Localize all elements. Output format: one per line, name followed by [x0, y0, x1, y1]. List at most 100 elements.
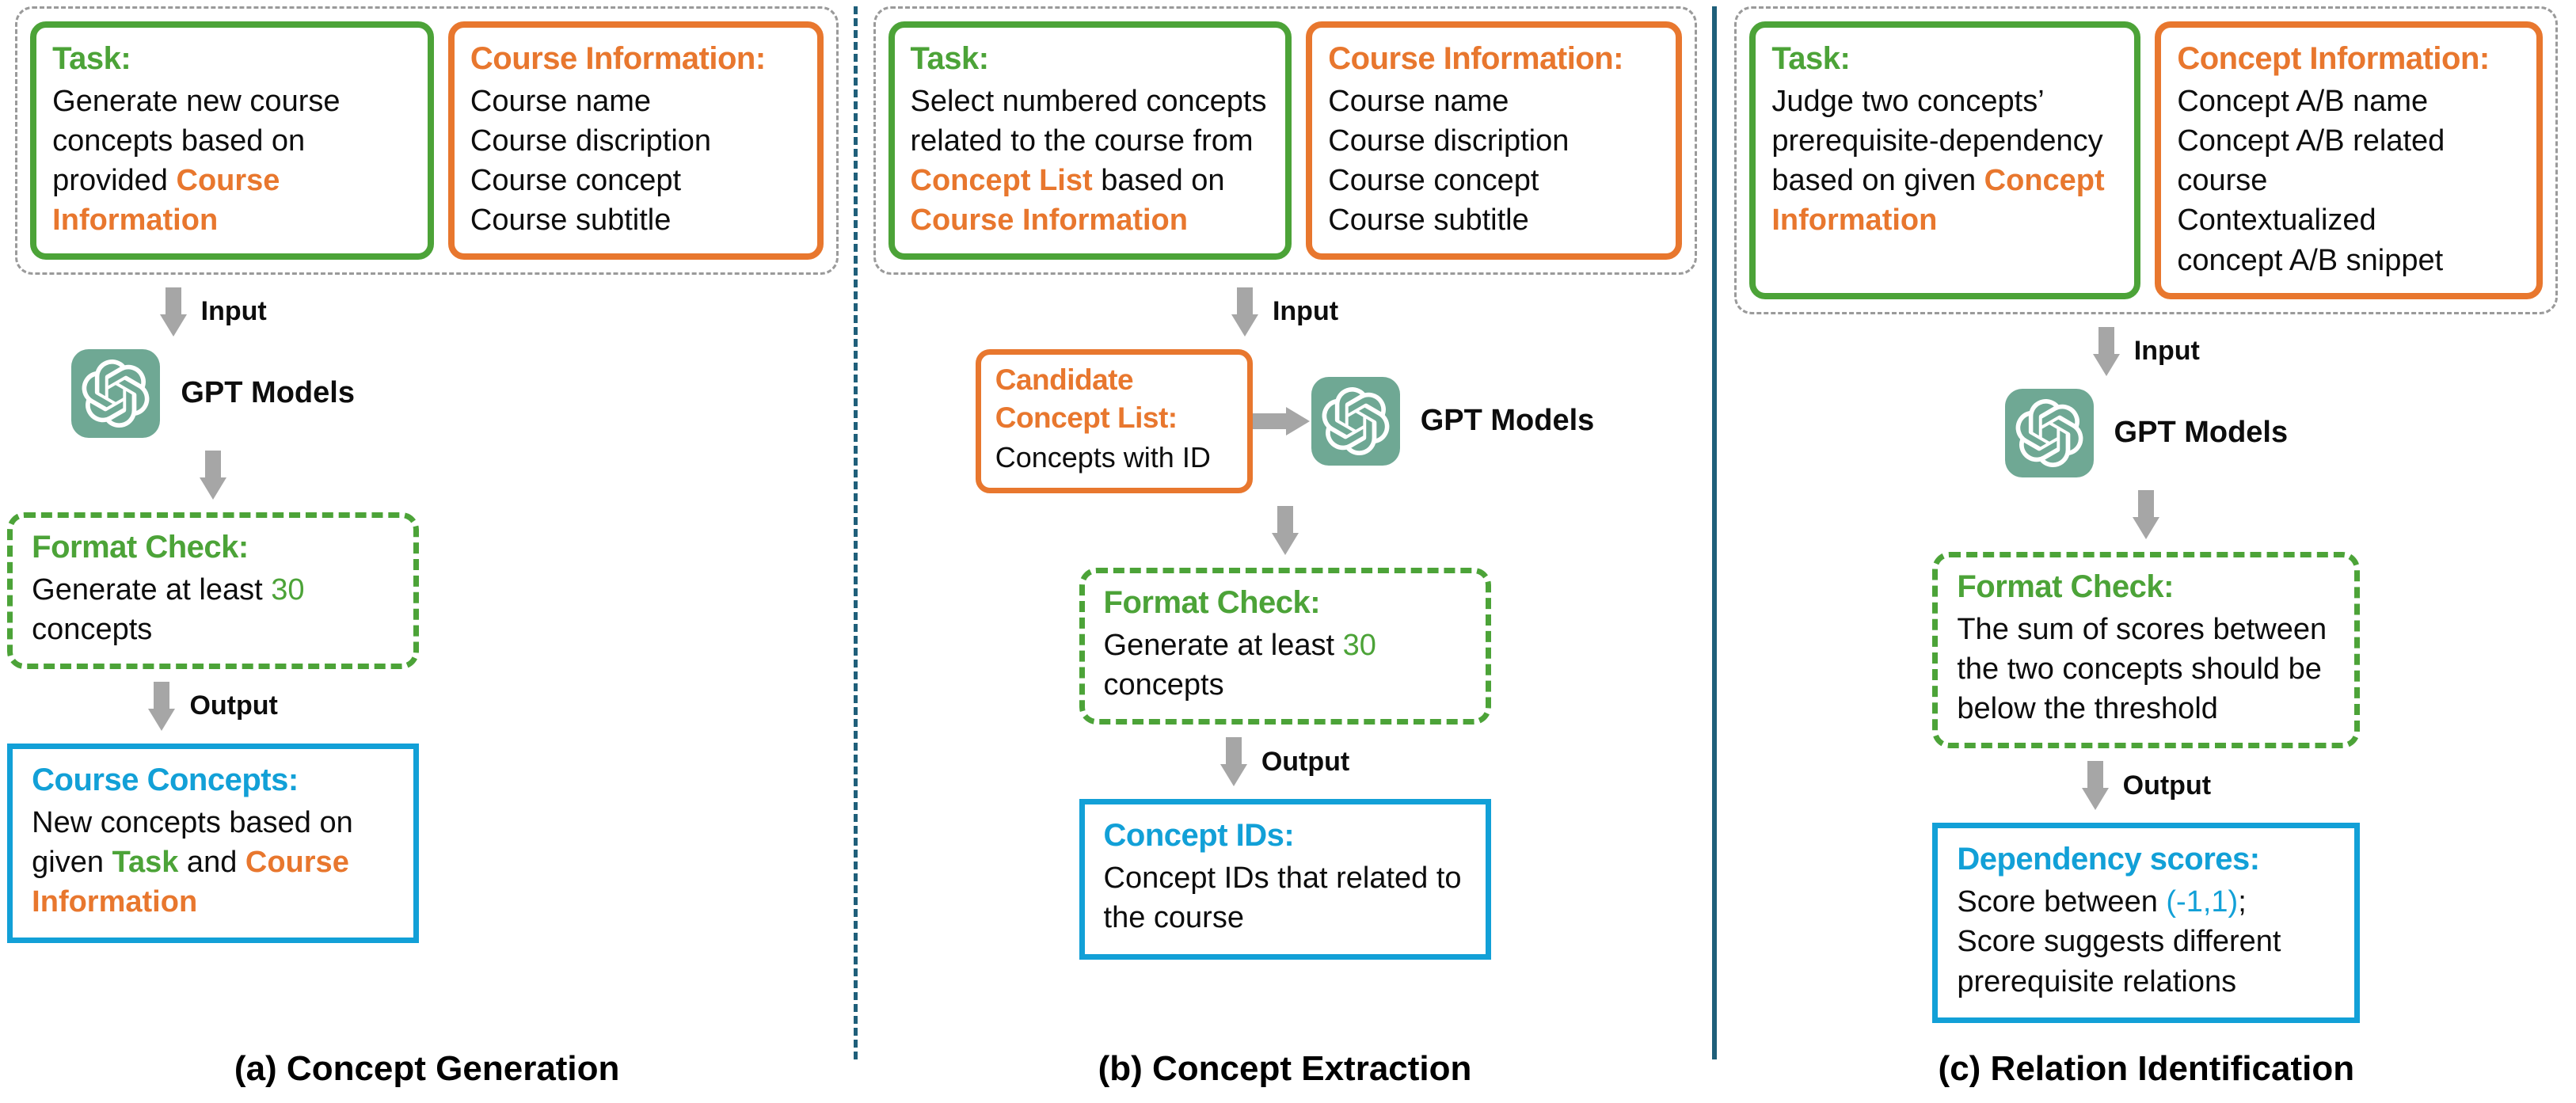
panel-separator-solid — [1711, 6, 1717, 1059]
output-arrow-row: Output — [148, 681, 278, 731]
format-check-body-seg: 30 — [1342, 628, 1376, 662]
task-card-body-line: prerequisite-dependency — [1771, 121, 2120, 161]
output-box-body-seg: given — [32, 846, 112, 880]
gpt-model-label: GPT Models — [1420, 404, 1595, 438]
arrow-down-icon — [2133, 489, 2160, 539]
output-box-body-seg: New concepts based on — [32, 805, 353, 839]
task-card-body-seg: Course Information — [910, 203, 1188, 238]
gpt-model-badge — [71, 348, 161, 438]
arrow-down-icon — [2092, 326, 2120, 376]
panel-caption: (b) Concept Extraction — [1098, 1049, 1472, 1088]
model-to-check-arrow-row — [2133, 489, 2160, 539]
info-card-body-seg: Course discription — [1328, 124, 1570, 158]
output-arrow-row: Output — [2081, 761, 2212, 811]
task-card-body-seg: Generate new course — [52, 85, 341, 118]
task-card-body-seg: based on given — [1771, 164, 1984, 198]
panel-caption: (a) Concept Generation — [234, 1049, 620, 1088]
task-card-body-line: Course Information — [911, 200, 1272, 240]
info-card-body-seg: Contextualized — [2177, 203, 2376, 238]
task-card: Task: Generate new course concepts based o… — [30, 21, 434, 260]
info-card-body-line: Course name — [470, 82, 803, 121]
format-check-body-seg: concepts — [32, 612, 153, 646]
gpt-model-label: GPT Models — [2114, 416, 2289, 450]
arrow-down-icon — [148, 681, 176, 731]
info-card-body-line: Course name — [1328, 82, 1661, 121]
model-row: GPT Models — [0, 348, 640, 438]
model-to-check-arrow-row — [1271, 505, 1299, 555]
info-card-body-seg: Course discription — [470, 124, 712, 158]
task-card-body-seg: Course — [176, 164, 280, 198]
info-card-title: Concept Information: — [2177, 41, 2490, 76]
input-arrow-label: Input — [2133, 336, 2200, 367]
panel-concept-generation: Task: Generate new course concepts based o… — [0, 0, 854, 1103]
output-box-title: Dependency scores: — [1957, 842, 2260, 877]
task-card-body-seg: Concept List — [910, 164, 1093, 198]
task-card-body-seg: Information — [52, 203, 219, 238]
arrow-down-icon — [200, 450, 227, 500]
info-card-body-seg: Concept A/B name — [2177, 85, 2429, 118]
format-check-body-line: The sum of scores between — [1957, 610, 2337, 649]
task-card-body-seg: concepts based on — [52, 124, 306, 158]
info-card-body-seg: Concept A/B related course — [2177, 124, 2453, 198]
task-card-body-line: provided Course — [52, 161, 413, 200]
format-check-body-line: concepts — [32, 610, 396, 649]
arrow-right-icon — [1252, 406, 1311, 435]
info-card-body-line: Concept A/B related course — [2177, 121, 2522, 200]
output-box: Course Concepts: New concepts based on giv… — [7, 743, 420, 944]
prompt-group: Task: Judge two concepts’ prerequisite-dep… — [1734, 6, 2559, 314]
info-card-body-seg: Course name — [470, 85, 652, 118]
openai-logo-icon — [1322, 386, 1390, 455]
task-card-body-seg: related to the course from — [910, 124, 1254, 158]
output-box-body-seg: Task — [112, 846, 179, 880]
task-card-body-line: Information — [52, 200, 413, 240]
info-card-body-seg: Course subtitle — [470, 203, 672, 238]
output-box-body-line: prerequisite relations — [1957, 962, 2337, 1002]
output-box-body-line: New concepts based on — [32, 803, 396, 842]
task-card-body-seg: provided — [52, 164, 177, 198]
task-card-body-line: Judge two concepts’ — [1771, 82, 2120, 121]
info-card-body-seg: Course subtitle — [1328, 203, 1529, 238]
openai-logo-icon — [2015, 398, 2083, 467]
output-box-body-seg: Course — [245, 846, 349, 880]
output-box-body-seg: prerequisite relations — [1957, 964, 2237, 998]
task-card-body-seg: Information — [1771, 203, 1938, 238]
task-card-body-line: based on given Concept — [1771, 161, 2120, 200]
task-card-body-seg: Judge two concepts’ — [1771, 85, 2045, 118]
output-box-body-seg: Concept IDs that related to — [1103, 861, 1462, 896]
format-check-body-seg: the two concepts should be — [1957, 652, 2322, 686]
candidate-card-title: Candidate — [995, 363, 1134, 396]
gpt-model-badge — [2004, 388, 2094, 477]
task-card-title: Task: — [910, 41, 990, 76]
task-card-title: Task: — [52, 41, 131, 76]
info-card-body-seg: Course concept — [1328, 164, 1539, 198]
format-check-body-seg: Generate at least — [32, 572, 272, 607]
output-box-body-line: Concept IDs that related to — [1104, 858, 1468, 898]
format-check-title: Format Check: — [1103, 584, 1321, 620]
task-card-title: Task: — [1771, 41, 1851, 76]
info-card-body-line: Course discription — [470, 121, 803, 161]
panel-relation-identification: Task: Judge two concepts’ prerequisite-dep… — [1717, 0, 2576, 1103]
task-card-body-seg: Concept — [1984, 164, 2105, 198]
input-arrow-row: Input — [2092, 326, 2200, 376]
output-arrow-label: Output — [1261, 746, 1350, 777]
task-card-body-seg: prerequisite-dependency — [1771, 124, 2103, 158]
format-check-body-seg: The sum of scores between — [1957, 612, 2327, 646]
output-box-title: Course Concepts: — [32, 762, 299, 797]
task-card-body-seg: based on — [1092, 164, 1225, 198]
panel-separator-dashed — [854, 6, 858, 1059]
candidate-card-body-line: Concepts with ID — [995, 439, 1235, 477]
output-box-body-line: Score suggests different — [1957, 922, 2337, 961]
output-box-body-seg: Score between — [1957, 885, 2167, 919]
format-check-body-seg: Generate at least — [1103, 628, 1343, 662]
output-box-title: Concept IDs: — [1103, 818, 1295, 854]
input-arrow-row: Input — [159, 287, 267, 337]
output-arrow-label: Output — [2122, 770, 2212, 801]
